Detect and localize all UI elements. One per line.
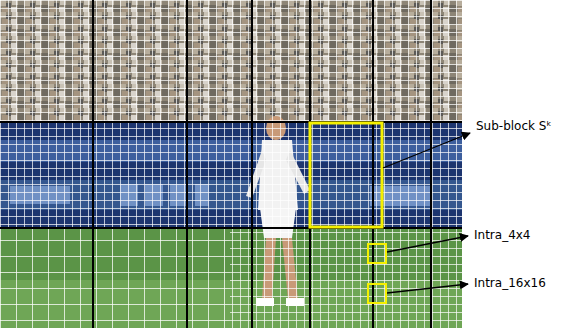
court <box>0 228 462 328</box>
callout-label: Intra_16x16 <box>474 276 546 290</box>
partition-grid <box>0 0 462 228</box>
highlight-box <box>310 123 382 227</box>
highlight-box <box>368 244 386 263</box>
leader-arrow <box>383 133 470 293</box>
callout-label: Sub-block Sᵏ <box>476 119 552 133</box>
partition-grid <box>230 228 462 328</box>
callout-label: Intra_4x4 <box>474 228 531 242</box>
highlight-box <box>368 284 386 303</box>
partition-grid <box>0 228 230 328</box>
